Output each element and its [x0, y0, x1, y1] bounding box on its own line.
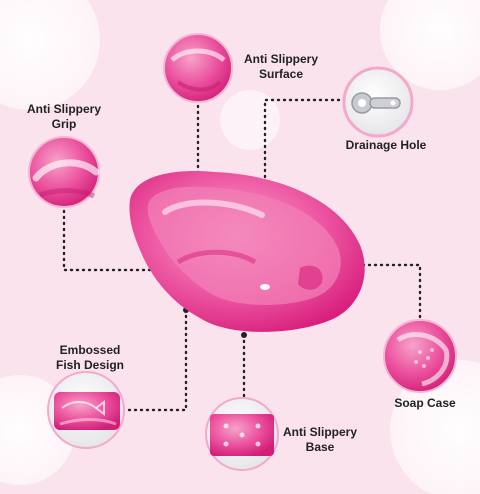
label-embossed-fish-design: Embossed Fish Design: [55, 343, 124, 372]
bathtub-image: [129, 170, 365, 332]
grip-detail-image: [28, 136, 100, 208]
label-anti-slippery-base: Anti Slippery Base: [282, 425, 357, 454]
label-anti-slippery-grip: Anti Slippery Grip: [26, 102, 101, 131]
soap-case-detail-image: [383, 319, 457, 393]
connector-grip: [62, 203, 162, 272]
fish-design-detail-image: [47, 371, 125, 449]
drainage-detail-image: [342, 66, 414, 138]
base-detail-image: [205, 397, 279, 471]
connector-soap: [343, 263, 422, 322]
label-anti-slippery-surface: Anti Slippery Surface: [243, 52, 318, 81]
label-soap-case: Soap Case: [394, 396, 456, 410]
surface-detail-image: [163, 33, 233, 103]
label-drainage-hole: Drainage Hole: [345, 138, 427, 152]
